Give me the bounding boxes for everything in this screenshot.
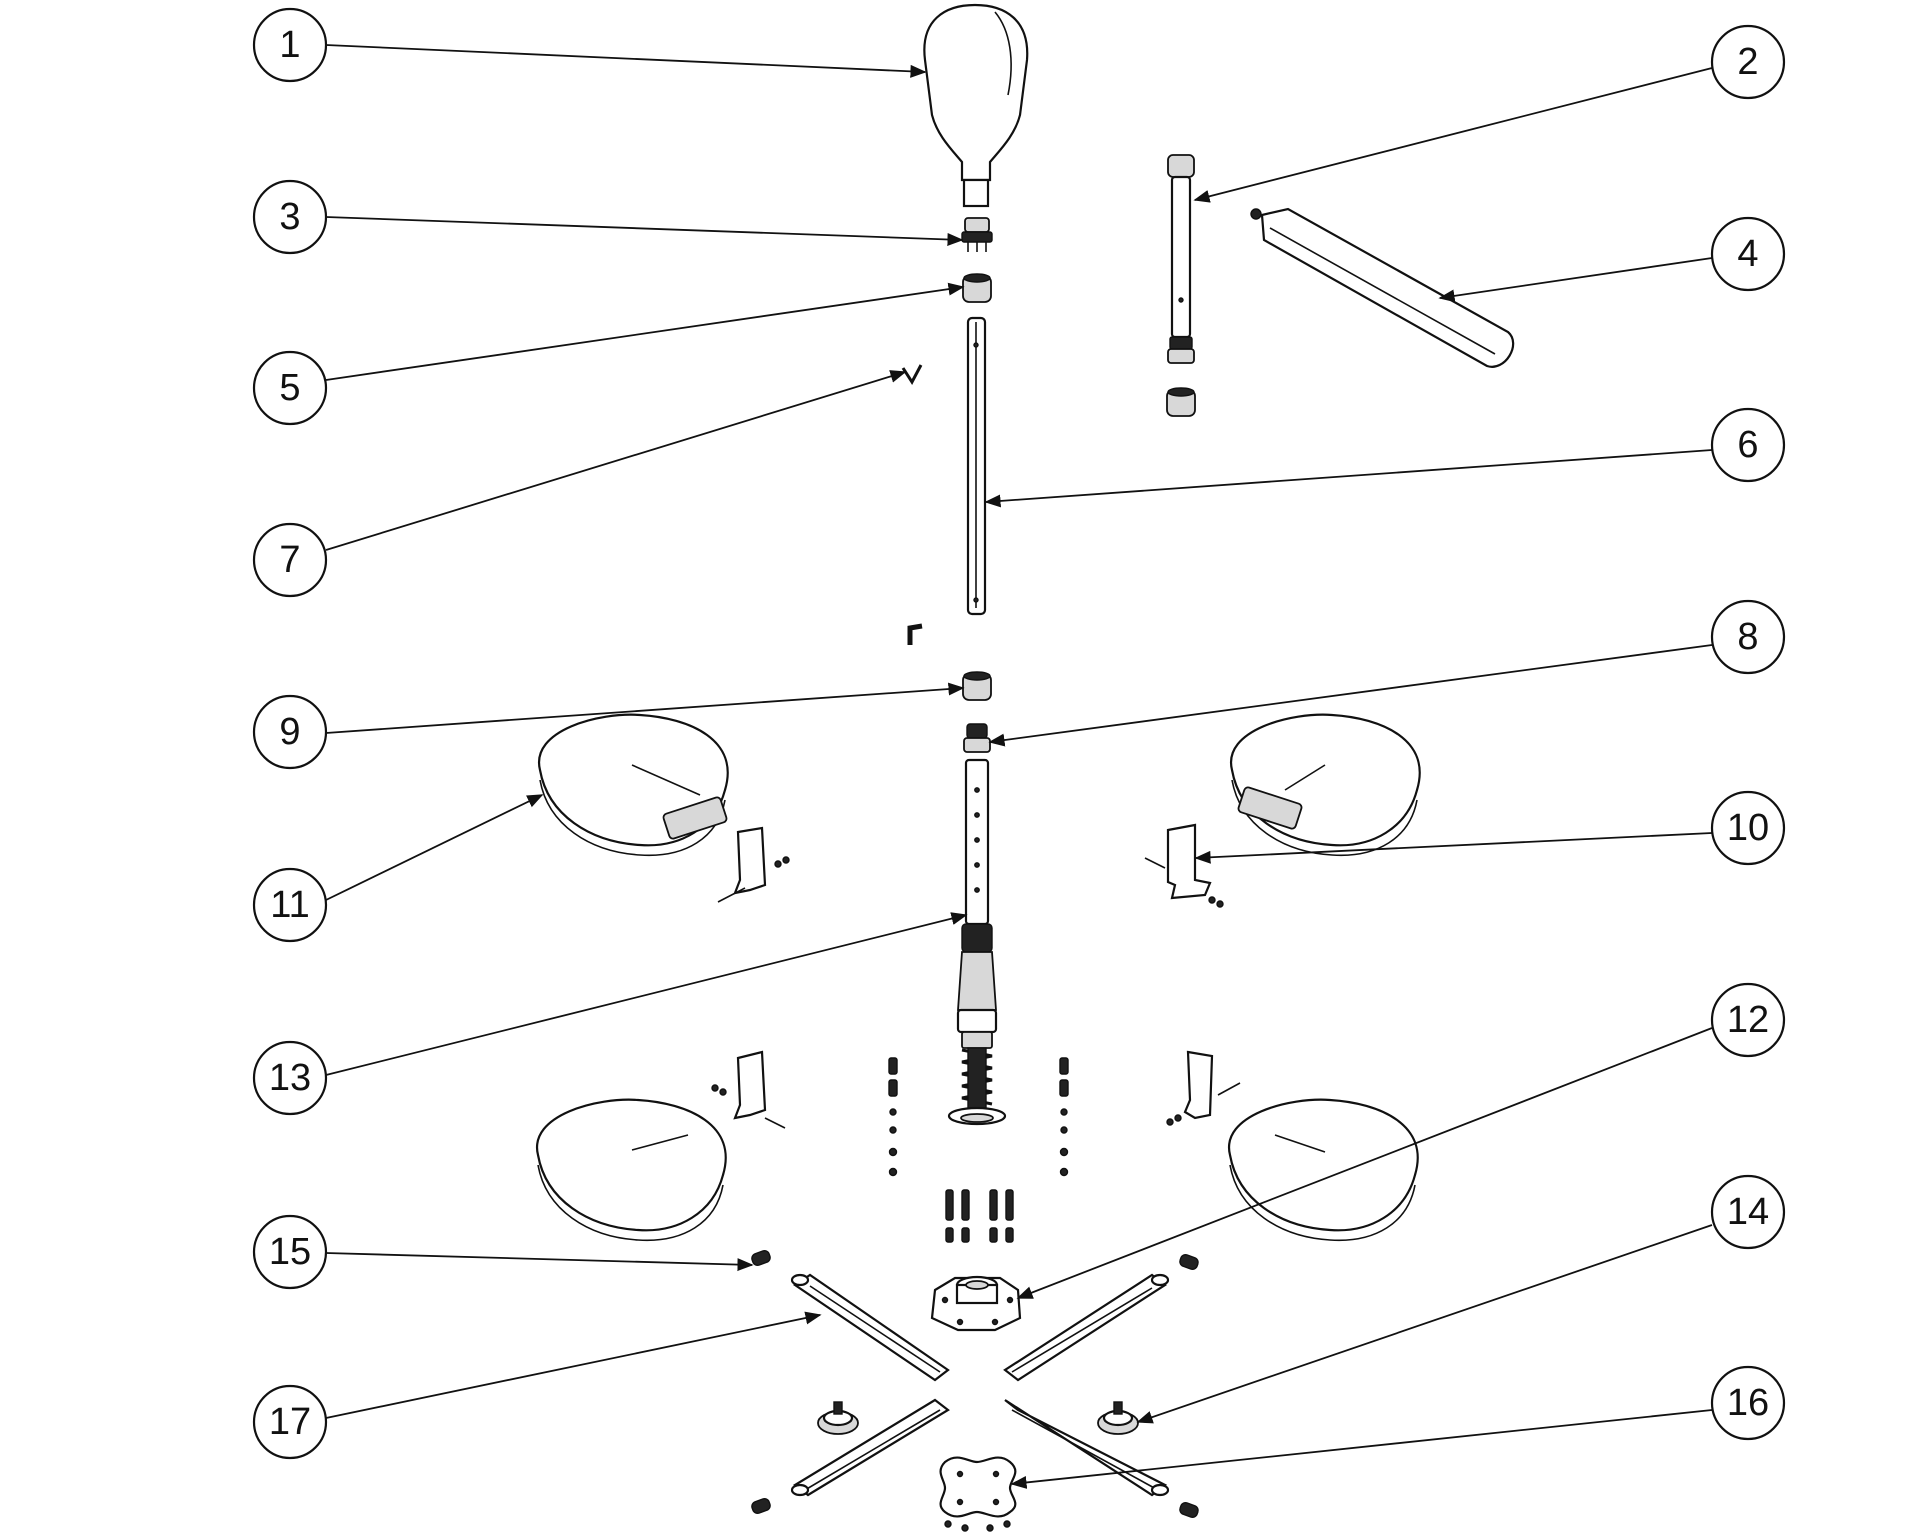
callout-12: 12 <box>1710 982 1786 1058</box>
callout-14: 14 <box>1710 1174 1786 1250</box>
svg-text:9: 9 <box>279 711 300 753</box>
leader-10 <box>1194 832 1713 864</box>
weight-lower-right <box>1227 1098 1419 1242</box>
part-12-top-plate <box>930 1275 1022 1332</box>
bracket-lower-left <box>711 1050 786 1129</box>
leader-11 <box>325 794 544 901</box>
svg-text:3: 3 <box>279 196 300 238</box>
bracket-upper-left <box>717 826 790 903</box>
part-9-collar <box>962 671 992 701</box>
spacer-left-bottom <box>751 1497 771 1515</box>
callout-9: 9 <box>252 694 328 770</box>
parts <box>535 3 1515 1532</box>
callout-17: 17 <box>252 1384 328 1460</box>
callout-4: 4 <box>1710 216 1786 292</box>
leader-4 <box>1438 257 1713 303</box>
part-1-head <box>923 3 1029 208</box>
leader-12 <box>1016 1027 1713 1299</box>
base-plate-bolts <box>945 1189 1014 1243</box>
leader-14 <box>1136 1224 1713 1424</box>
callout-13: 13 <box>252 1040 328 1116</box>
leader-8 <box>988 644 1713 747</box>
svg-text:10: 10 <box>1727 807 1769 849</box>
svg-text:11: 11 <box>270 884 309 926</box>
leader-3 <box>325 216 964 246</box>
part-11-weight-upper-left <box>537 713 729 857</box>
svg-text:5: 5 <box>279 367 300 409</box>
part-2-extension-pole <box>1166 154 1196 417</box>
spacer-right-bottom <box>1179 1501 1199 1519</box>
part-3-connector <box>961 217 993 252</box>
svg-text:13: 13 <box>269 1057 311 1099</box>
part-10-bracket-right <box>1144 823 1224 908</box>
svg-text:12: 12 <box>1727 999 1769 1041</box>
part-15-spacer-left <box>751 1249 771 1267</box>
svg-text:4: 4 <box>1737 233 1758 275</box>
lower-pin <box>907 623 923 645</box>
callout-2: 2 <box>1710 24 1786 100</box>
callouts: 1 2 3 4 5 6 7 8 9 10 11 12 13 14 15 16 1… <box>252 7 1786 1460</box>
part-7-clip <box>901 364 923 385</box>
part-16-bottom-plate <box>939 1456 1017 1532</box>
callout-1: 1 <box>252 7 328 83</box>
weight-upper-right <box>1229 713 1421 857</box>
leader-6 <box>984 449 1713 508</box>
callout-5: 5 <box>252 350 328 426</box>
svg-text:1: 1 <box>279 24 300 66</box>
part-17-arm-upper-left <box>790 1273 950 1382</box>
arm-upper-right <box>1003 1273 1170 1382</box>
callout-16: 16 <box>1710 1365 1786 1441</box>
leader-9 <box>325 682 965 734</box>
svg-text:2: 2 <box>1737 41 1758 83</box>
callout-8: 8 <box>1710 599 1786 675</box>
svg-text:8: 8 <box>1737 616 1758 658</box>
leader-5 <box>325 282 965 381</box>
svg-text:14: 14 <box>1727 1191 1769 1233</box>
foot-left <box>817 1401 859 1435</box>
leader-2 <box>1193 67 1713 203</box>
callout-3: 3 <box>252 179 328 255</box>
leader-16 <box>1010 1409 1713 1489</box>
spacer-right-top <box>1179 1253 1199 1271</box>
part-5-collar <box>962 273 992 303</box>
leader-13 <box>325 912 968 1076</box>
leader-lines <box>325 44 1713 1489</box>
leader-1 <box>325 44 927 78</box>
svg-text:15: 15 <box>269 1231 311 1273</box>
bolt-column-left <box>888 1057 898 1177</box>
leader-17 <box>325 1311 822 1419</box>
svg-text:6: 6 <box>1737 424 1758 466</box>
leader-15 <box>325 1252 754 1272</box>
leader-7 <box>325 370 907 551</box>
part-13-lower-pole <box>947 723 1007 1126</box>
callout-11: 11 <box>252 867 328 943</box>
arm-lower-right <box>1004 1399 1170 1497</box>
svg-text:16: 16 <box>1727 1382 1769 1424</box>
callout-6: 6 <box>1710 407 1786 483</box>
bolt-column-right <box>1059 1057 1069 1177</box>
arm-lower-left <box>790 1398 950 1497</box>
weight-lower-left <box>535 1098 727 1242</box>
svg-text:17: 17 <box>269 1401 311 1443</box>
svg-text:7: 7 <box>279 539 300 581</box>
part-14-foot-right <box>1097 1401 1139 1435</box>
part-4-handle <box>1250 207 1515 368</box>
callout-15: 15 <box>252 1214 328 1290</box>
bracket-lower-right <box>1166 1050 1241 1126</box>
callout-10: 10 <box>1710 790 1786 866</box>
part-6-tube <box>966 316 987 616</box>
callout-7: 7 <box>252 522 328 598</box>
